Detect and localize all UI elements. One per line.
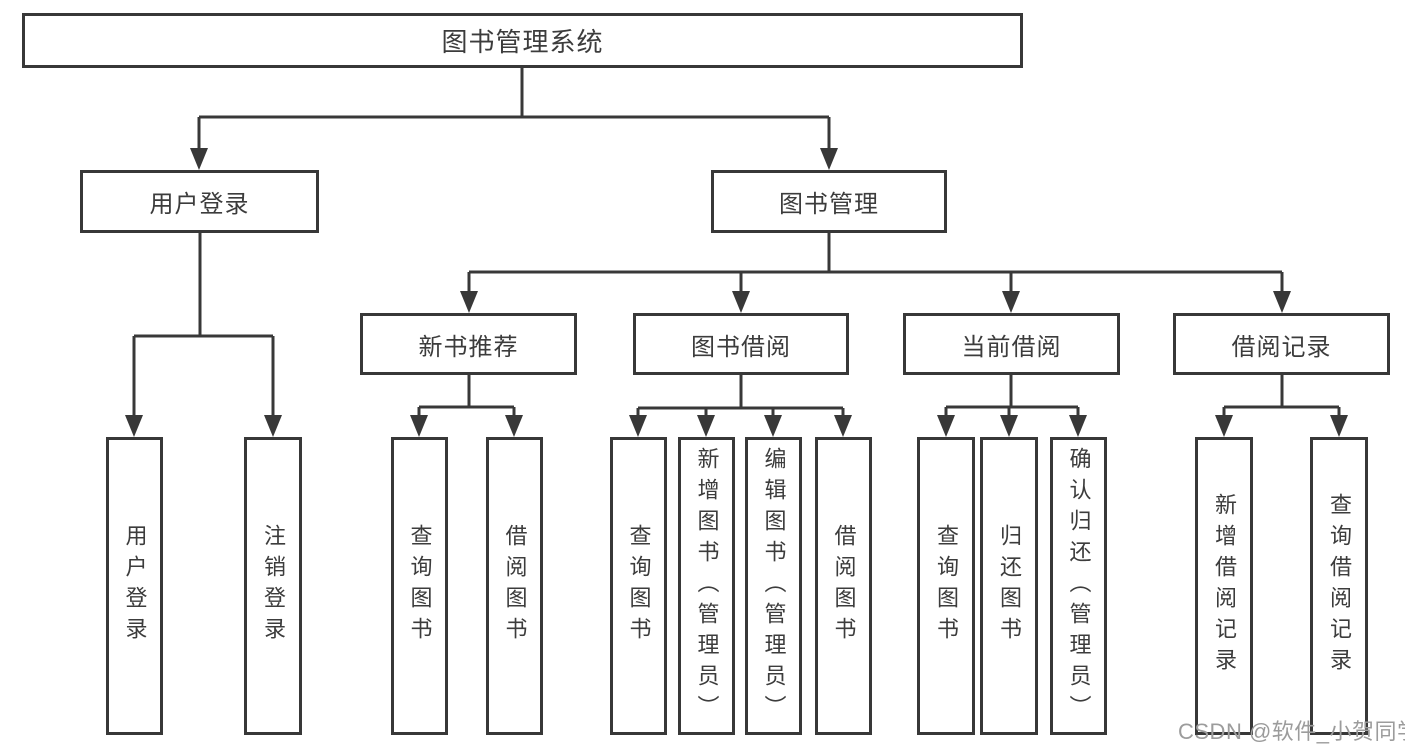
node-borrowing-records: 借阅记录 — [1173, 313, 1390, 375]
arrowhead — [1000, 415, 1018, 437]
arrowhead — [764, 415, 782, 437]
arrowhead — [937, 415, 955, 437]
arrowhead — [1273, 291, 1291, 313]
arrowhead — [190, 148, 208, 170]
connector-book-borrowing — [636, 375, 845, 418]
arrowhead — [460, 291, 478, 313]
arrowhead — [1330, 415, 1348, 437]
leaf-bb-edit-books-admin: 编辑图书（管理员） — [745, 437, 802, 735]
arrowheads — [125, 148, 1348, 437]
arrowhead — [125, 415, 143, 437]
node-new-book-recommend: 新书推荐 — [360, 313, 577, 375]
connector-current-borrowing — [944, 375, 1080, 418]
leaf-bb-borrow-books: 借阅图书 — [815, 437, 872, 735]
node-library-management-system: 图书管理系统 — [22, 13, 1023, 68]
node-book-borrowing: 图书借阅 — [633, 313, 849, 375]
connector-root-to-level2 — [197, 68, 831, 152]
arrowhead — [732, 291, 750, 313]
arrowhead — [505, 415, 523, 437]
leaf-br-query-record: 查询借阅记录 — [1310, 437, 1368, 735]
node-current-borrowing: 当前借阅 — [903, 313, 1120, 375]
leaf-br-add-record: 新增借阅记录 — [1195, 437, 1253, 735]
arrowhead — [410, 415, 428, 437]
connector-user-login — [132, 233, 275, 418]
connector-borrowing-records — [1222, 375, 1341, 418]
connector-book-management — [467, 233, 1284, 294]
arrowhead — [834, 415, 852, 437]
csdn-watermark: CSDN @软件_小贺同学 — [1178, 719, 1405, 744]
leaf-nbr-query-books: 查询图书 — [391, 437, 448, 735]
connector-new-book-recommend — [417, 375, 516, 418]
arrowhead — [820, 148, 838, 170]
arrowhead — [1002, 291, 1020, 313]
leaf-bb-query-books: 查询图书 — [610, 437, 667, 735]
leaf-logout-login: 注销登录 — [244, 437, 302, 735]
leaf-user-login: 用户登录 — [106, 437, 163, 735]
leaf-cb-confirm-return-admin: 确认归还（管理员） — [1050, 437, 1107, 735]
arrowhead — [1069, 415, 1087, 437]
node-book-management: 图书管理 — [711, 170, 947, 233]
arrowhead — [697, 415, 715, 437]
leaf-cb-return-books: 归还图书 — [980, 437, 1038, 735]
leaf-nbr-borrow-books: 借阅图书 — [486, 437, 543, 735]
arrowhead — [629, 415, 647, 437]
leaf-bb-add-books-admin: 新增图书（管理员） — [678, 437, 735, 735]
node-user-login: 用户登录 — [80, 170, 319, 233]
leaf-cb-query-books: 查询图书 — [917, 437, 975, 735]
arrowhead — [1215, 415, 1233, 437]
arrowhead — [264, 415, 282, 437]
